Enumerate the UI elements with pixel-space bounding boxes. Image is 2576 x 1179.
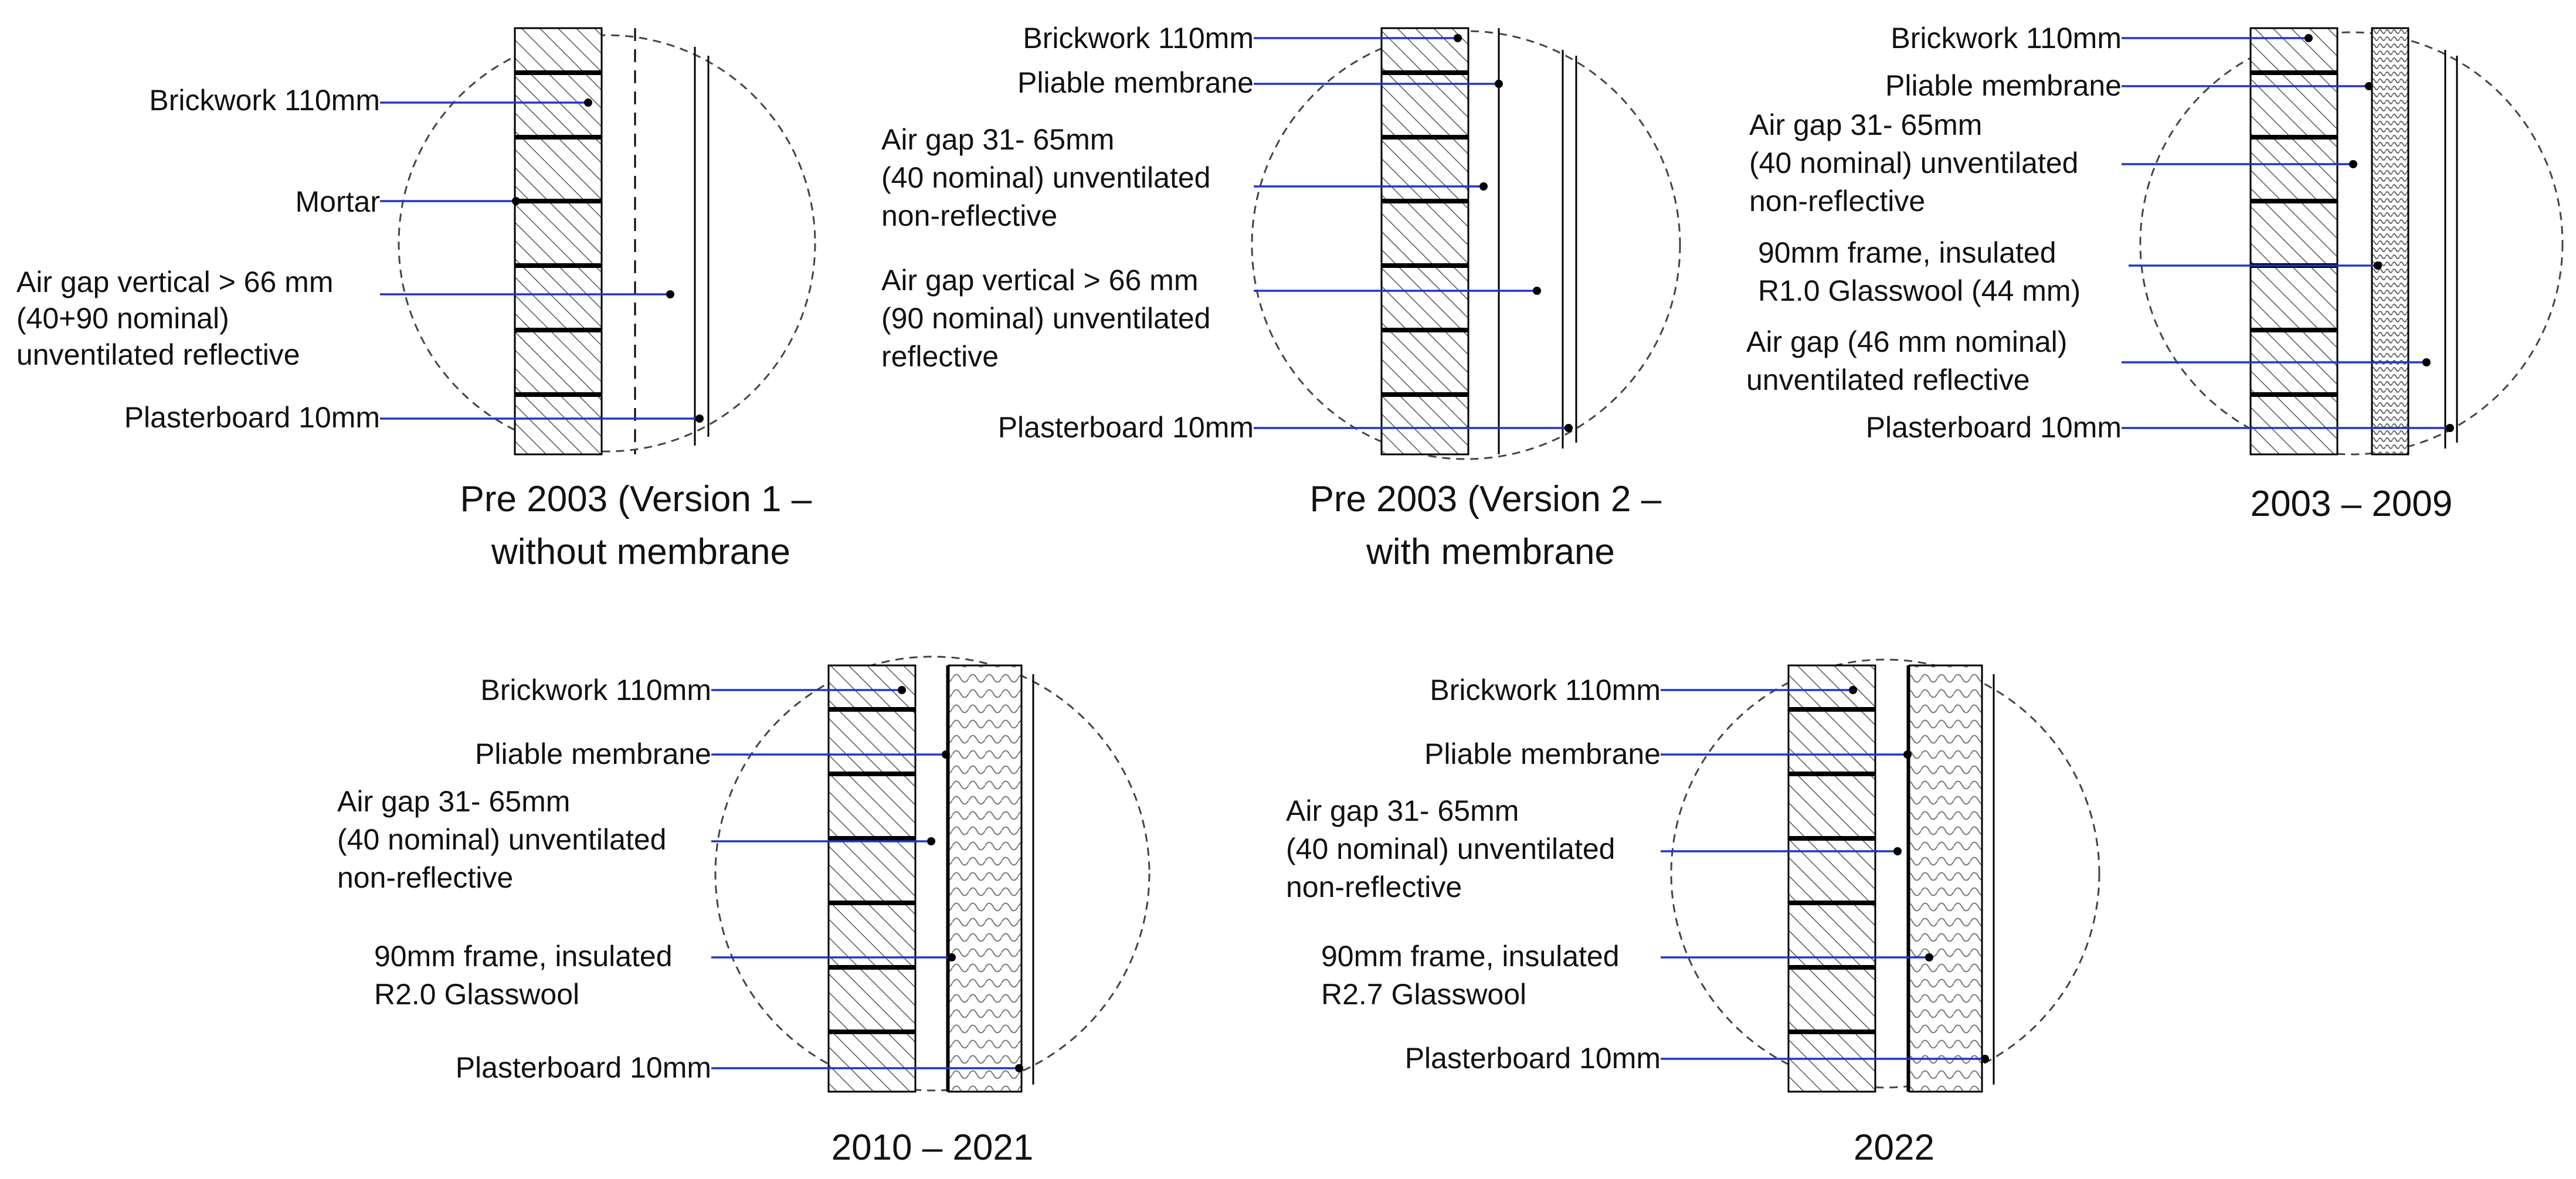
label-air-gap-nonreflective: Air gap 31- 65mm (40 nominal) unventilat… [337, 785, 674, 894]
wall-section [514, 27, 710, 456]
label-group: Brickwork 110mm Pliable membrane Air gap… [1286, 674, 1989, 1075]
glasswool-layer [1908, 664, 1983, 1093]
label-air-gap-nonreflective: Air gap 31- 65mm (40 nominal) unventilat… [1749, 108, 2086, 218]
leader-point [1893, 847, 1902, 855]
label-air-gap-reflective: Air gap (46 mm nominal) unventilated ref… [1746, 325, 2075, 396]
brickwork-layer [1380, 27, 1469, 456]
brickwork-layer [2249, 27, 2339, 456]
leader-point [898, 686, 906, 694]
detail-circle [714, 655, 1150, 1092]
leader-point [2349, 160, 2357, 168]
label-brickwork: Brickwork 110mm [480, 674, 711, 706]
caption: 2010 – 2021 [831, 1127, 1034, 1168]
label-plasterboard: Plasterboard 10mm [1405, 1042, 1661, 1075]
label-membrane: Pliable membrane [1885, 69, 2122, 102]
leader-point [512, 197, 520, 205]
label-brickwork: Brickwork 110mm [1430, 674, 1661, 706]
leader-point [2422, 358, 2431, 366]
brickwork-layer [1787, 664, 1876, 1093]
label-air-gap-nonreflective: Air gap 31- 65mm (40 nominal) unventilat… [881, 123, 1219, 232]
brickwork-layer [827, 664, 917, 1093]
label-plasterboard: Plasterboard 10mm [998, 411, 1254, 444]
label-air-gap: Air gap vertical > 66 mm (40+90 nominal)… [16, 266, 341, 371]
label-group: Brickwork 110mm Mortar Air gap vertical … [16, 84, 704, 434]
label-frame-insulated: 90mm frame, insulated R2.7 Glasswool [1321, 940, 1627, 1011]
wall-section [1787, 664, 1995, 1093]
label-membrane: Pliable membrane [475, 738, 711, 770]
brickwork-layer [514, 27, 603, 456]
leader-point [1903, 750, 1912, 759]
caption: 2003 – 2009 [2251, 484, 2453, 524]
leader-point [1533, 287, 1541, 295]
leader-point [1981, 1055, 1989, 1063]
label-plasterboard: Plasterboard 10mm [456, 1051, 711, 1084]
leader-point [948, 953, 956, 961]
leader-point [2305, 34, 2313, 42]
diagram-2003-2009: Brickwork 110mm Pliable membrane Air gap… [1746, 22, 2564, 524]
label-group: Brickwork 110mm Pliable membrane Air gap… [337, 674, 1023, 1084]
label-mortar: Mortar [296, 185, 380, 218]
detail-circle [2139, 31, 2564, 456]
leader-point [666, 290, 674, 298]
wall-section [2249, 27, 2458, 456]
label-brickwork: Brickwork 110mm [1023, 22, 1254, 55]
detail-circle [398, 34, 816, 453]
leader-point [1479, 182, 1488, 191]
wall-section [827, 664, 1034, 1093]
label-brickwork: Brickwork 110mm [1891, 22, 2122, 55]
leader-point [584, 98, 592, 107]
glasswool-layer [2371, 27, 2409, 456]
detail-circle [1251, 30, 1681, 460]
label-frame-insulated: 90mm frame, insulated R2.0 Glasswool [374, 940, 680, 1011]
detail-circle [1670, 658, 2100, 1089]
diagram-2022: Brickwork 110mm Pliable membrane Air gap… [1286, 658, 2100, 1168]
caption: 2022 [1854, 1127, 1934, 1168]
leader-point [695, 414, 704, 423]
caption: Pre 2003 (Version 2 – with membrane [1310, 479, 1672, 572]
label-group: Brickwork 110mm Pliable membrane Air gap… [881, 22, 1573, 444]
leader-point [1564, 424, 1573, 432]
glasswool-layer [948, 664, 1023, 1093]
label-air-gap-nonreflective: Air gap 31- 65mm (40 nominal) unventilat… [1286, 794, 1623, 903]
label-air-gap-reflective: Air gap vertical > 66 mm (90 nominal) un… [881, 264, 1219, 373]
label-frame-insulated: 90mm frame, insulated R1.0 Glasswool (44… [1758, 236, 2081, 307]
label-plasterboard: Plasterboard 10mm [124, 401, 380, 434]
wall-section [1380, 27, 1577, 456]
diagram-2010-2021: Brickwork 110mm Pliable membrane Air gap… [337, 655, 1150, 1168]
leader-point [1925, 953, 1933, 961]
leader-point [1015, 1064, 1023, 1072]
leader-point [942, 750, 950, 759]
leader-point [1849, 686, 1857, 694]
leader-point [1454, 34, 1462, 42]
diagram-pre2003-v2: Brickwork 110mm Pliable membrane Air gap… [881, 22, 1681, 572]
label-membrane: Pliable membrane [1424, 738, 1661, 770]
label-group: Brickwork 110mm Pliable membrane Air gap… [1746, 22, 2454, 444]
leader-point [1495, 80, 1503, 88]
leader-point [2446, 424, 2454, 432]
label-membrane: Pliable membrane [1017, 66, 1254, 99]
label-brickwork: Brickwork 110mm [149, 84, 380, 117]
label-plasterboard: Plasterboard 10mm [1866, 411, 2122, 444]
leader-point [927, 837, 935, 845]
leader-point [2374, 261, 2382, 270]
leader-point [2365, 82, 2373, 90]
diagram-pre2003-v1: Brickwork 110mm Mortar Air gap vertical … [16, 27, 822, 572]
caption: Pre 2003 (Version 1 – without membrane [460, 479, 822, 572]
